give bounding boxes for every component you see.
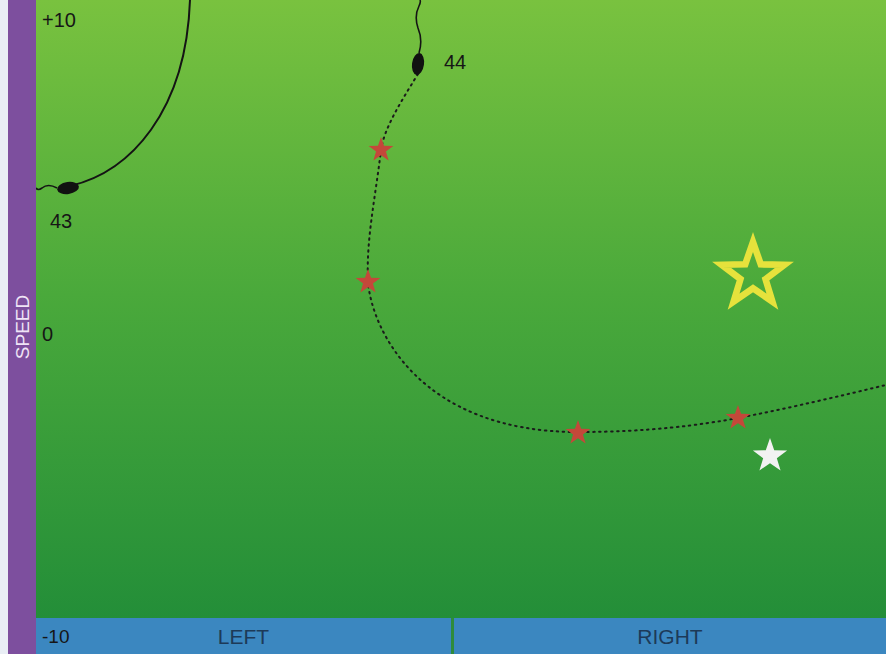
sperm-head [56, 181, 79, 196]
swimmer-number: 43 [50, 211, 72, 231]
waypoint-star [726, 405, 751, 429]
sperm-tail [36, 186, 57, 190]
planned-path [368, 74, 886, 432]
direction-label: RIGHT [637, 626, 702, 647]
swimmer-number: 44 [444, 52, 466, 72]
target-star-outline [722, 242, 785, 302]
right-band: RIGHT [454, 618, 886, 654]
sperm-head [411, 52, 426, 75]
axis-max-value: +10 [42, 10, 76, 30]
axis-title: SPEED [13, 295, 32, 359]
axis-min-value: -10 [42, 627, 69, 646]
sperm-tail [416, 0, 421, 53]
bonus-star [753, 438, 787, 471]
waypoint-star [566, 420, 591, 444]
waypoint-star [356, 269, 381, 293]
direction-label: LEFT [218, 626, 269, 647]
axis-zero-value: 0 [42, 324, 53, 344]
left-band: LEFT [36, 618, 451, 654]
edge-strip [0, 0, 8, 654]
speed-axis-band: SPEED [8, 0, 36, 654]
swim-trail [70, 0, 190, 186]
waypoint-star [369, 137, 394, 161]
